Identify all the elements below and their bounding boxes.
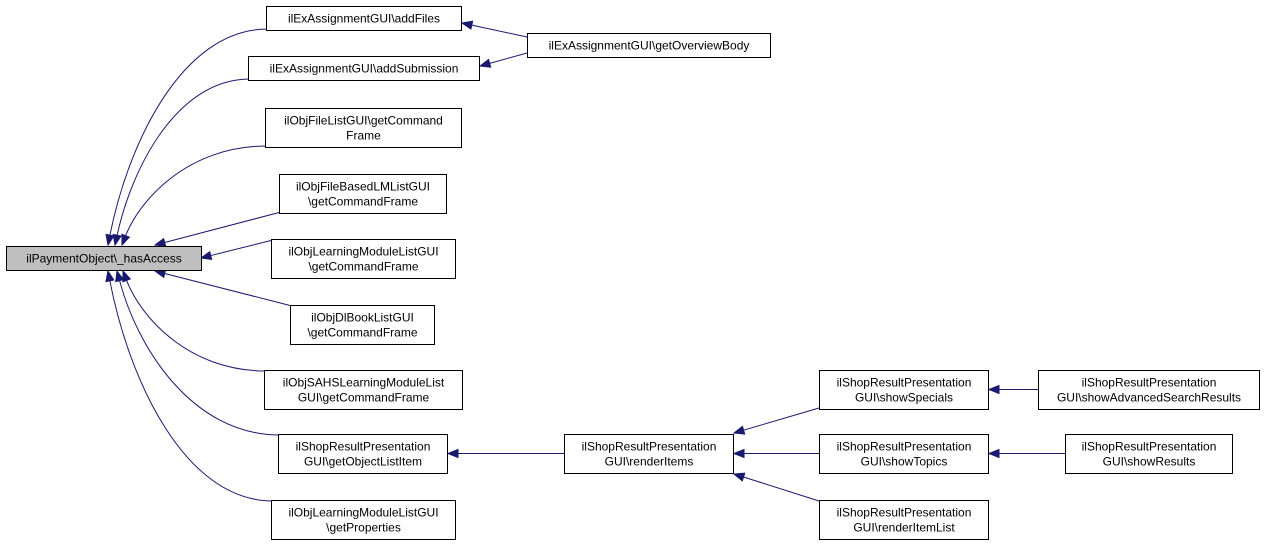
edge-learningModuleCmd-to-root [199, 239, 274, 261]
node-label-line: ilPaymentObject\_hasAccess [26, 252, 181, 266]
node-box [278, 434, 448, 474]
node-label-line: ilObjSAHSLearningModuleList [283, 376, 445, 390]
node-box [248, 56, 480, 81]
node-addSubmission[interactable]: ilExAssignmentGUI\addSubmission [248, 56, 480, 81]
edge-renderItemList-to-renderItems [732, 472, 820, 502]
node-box [6, 246, 202, 271]
node-label-line: \getCommandFrame [308, 195, 418, 209]
node-label-line: GUI\getCommandFrame [298, 391, 430, 405]
edge-fileList-to-root [121, 145, 268, 247]
node-label-line: ilObjDlBookListGUI [311, 311, 414, 325]
nodes-layer: ilPaymentObject\_hasAccess ilExAssignment… [6, 6, 1260, 540]
node-label-line: \getCommandFrame [308, 260, 418, 274]
edge-sahs-to-root [122, 269, 267, 372]
node-addFiles[interactable]: ilExAssignmentGUI\addFiles [266, 6, 462, 31]
edges-layer [105, 20, 1065, 502]
edge-learningModuleProps-to-root [105, 269, 274, 502]
edge-addFiles-to-root [105, 28, 269, 247]
node-label-line: GUI\getObjectListItem [304, 455, 422, 469]
node-learningModuleCmd[interactable]: ilObjLearningModuleListGUI\getCommandFra… [271, 239, 456, 279]
node-label-line: ilExAssignmentGUI\getOverviewBody [549, 39, 750, 53]
node-box [564, 434, 734, 474]
edge-showSpecials-to-renderItems [732, 407, 820, 435]
node-label-line: Frame [346, 129, 381, 143]
node-label-line: ilShopResultPresentation [837, 376, 972, 390]
node-box [265, 108, 462, 148]
node-label-line: GUI\showTopics [861, 455, 948, 469]
node-label-line: GUI\showSpecials [855, 391, 953, 405]
edge-showAdvancedSearchResults-to-showSpecials [987, 384, 1038, 395]
node-label-line: GUI\renderItemList [853, 521, 955, 535]
node-dlBook[interactable]: ilObjDlBookListGUI\getCommandFrame [290, 305, 435, 345]
node-sahs[interactable]: ilObjSAHSLearningModuleListGUI\getComman… [264, 370, 463, 410]
node-box [290, 305, 435, 345]
edge-showTopics-to-renderItems [732, 448, 819, 459]
edge-renderItems-to-getObjectListItem [446, 448, 564, 459]
edge-getOverviewBody-to-addFiles [460, 20, 528, 38]
node-label-line: ilShopResultPresentation [837, 506, 972, 520]
edge-getOverviewBody-to-addSubmission [478, 52, 528, 68]
node-label-line: ilExAssignmentGUI\addSubmission [270, 62, 459, 76]
node-box [1038, 370, 1260, 410]
node-label-line: \getProperties [326, 521, 401, 535]
node-label-line: ilObjLearningModuleListGUI [288, 245, 438, 259]
node-label-line: ilObjFileListGUI\getCommand [284, 114, 443, 128]
node-box [819, 500, 989, 540]
node-label-line: ilShopResultPresentation [837, 440, 972, 454]
node-root[interactable]: ilPaymentObject\_hasAccess [6, 246, 202, 271]
node-label-line: ilObjFileBasedLMListGUI [296, 180, 430, 194]
node-label-line: ilShopResultPresentation [1082, 376, 1217, 390]
node-getObjectListItem[interactable]: ilShopResultPresentationGUI\getObjectLis… [278, 434, 448, 474]
edge-showResults-to-showTopics [987, 448, 1065, 459]
node-box [527, 33, 771, 58]
node-fileBasedLM[interactable]: ilObjFileBasedLMListGUI\getCommandFrame [279, 174, 447, 214]
node-renderItemList[interactable]: ilShopResultPresentationGUI\renderItemLi… [819, 500, 989, 540]
node-box [1065, 434, 1233, 474]
node-box [819, 370, 989, 410]
edge-getObjectListItem-to-root [115, 269, 281, 436]
node-box [279, 174, 447, 214]
node-box [271, 239, 456, 279]
node-label-line: ilObjLearningModuleListGUI [288, 506, 438, 520]
edge-addSubmission-to-root [112, 78, 251, 247]
node-label-line: ilShopResultPresentation [296, 440, 431, 454]
node-label-line: \getCommandFrame [307, 326, 417, 340]
node-box [271, 500, 456, 540]
node-box [264, 370, 463, 410]
node-label-line: ilShopResultPresentation [582, 440, 717, 454]
node-label-line: GUI\renderItems [605, 455, 694, 469]
node-label-line: ilExAssignmentGUI\addFiles [288, 12, 440, 26]
node-showAdvancedSearchResults[interactable]: ilShopResultPresentationGUI\showAdvanced… [1038, 370, 1260, 410]
node-getOverviewBody[interactable]: ilExAssignmentGUI\getOverviewBody [527, 33, 771, 58]
node-learningModuleProps[interactable]: ilObjLearningModuleListGUI\getProperties [271, 500, 456, 540]
node-box [819, 434, 989, 474]
edge-fileBasedLM-to-root [153, 211, 282, 247]
node-fileList[interactable]: ilObjFileListGUI\getCommandFrame [265, 108, 462, 148]
node-label-line: ilShopResultPresentation [1082, 440, 1217, 454]
node-label-line: GUI\showAdvancedSearchResults [1057, 391, 1241, 405]
node-box [266, 6, 462, 31]
node-label-line: GUI\showResults [1103, 455, 1196, 469]
